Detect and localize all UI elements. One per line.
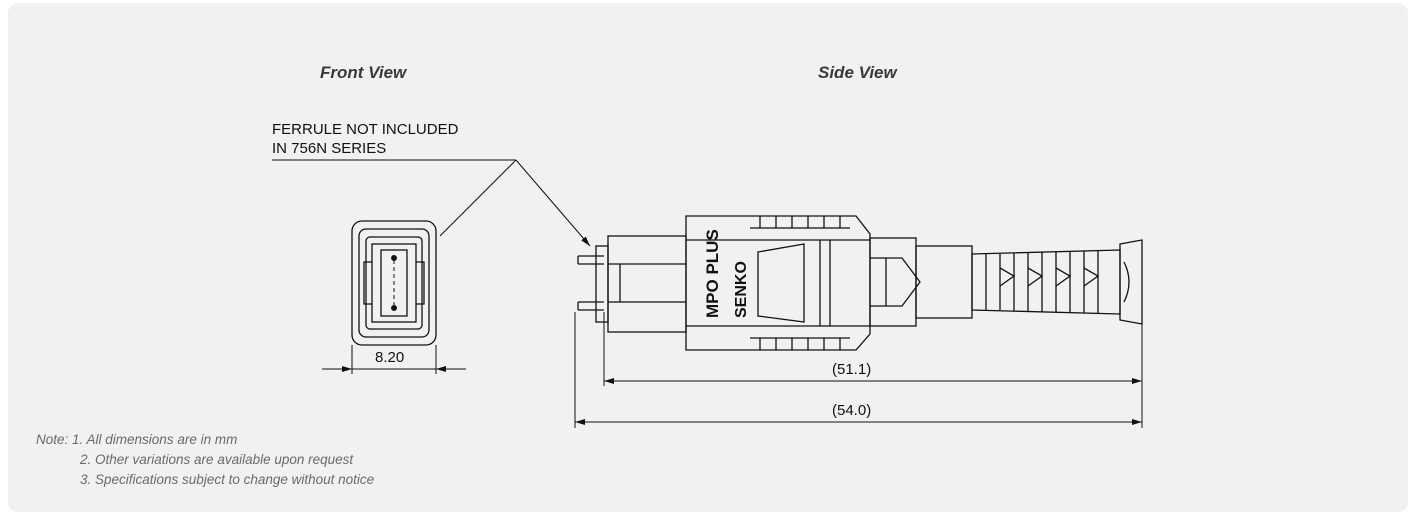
dimension-front-width (322, 345, 466, 374)
dimension-label-front-width: 8.20 (375, 349, 405, 366)
note-line-2: 2. Other variations are available upon r… (80, 452, 354, 467)
dimension-side-lengths (574, 312, 1143, 428)
senko-mark: SENKO (733, 261, 750, 318)
dimension-label-overall-length: (54.0) (832, 402, 872, 419)
callout-line-1: FERRULE NOT INCLUDED (272, 121, 459, 138)
front-view-title: Front View (320, 63, 407, 82)
mpo-plus-mark: MPO PLUS (703, 229, 722, 318)
callout-line-2: IN 756N SERIES (272, 140, 387, 157)
ferrule-callout: FERRULE NOT INCLUDED IN 756N SERIES (272, 120, 458, 158)
note-line-1: Note: 1. All dimensions are in mm (36, 432, 238, 447)
notes-block: Note: 1. All dimensions are in mm 2. Oth… (36, 430, 374, 490)
callout-leader (272, 159, 591, 247)
side-view-drawing (577, 215, 1143, 351)
front-view-drawing (351, 220, 437, 346)
drawing-panel (8, 3, 1408, 512)
note-line-3: 3. Specifications subject to change with… (80, 472, 375, 487)
connector-branding: MPO PLUS SENKO (703, 229, 750, 318)
dimension-label-inner-length: (51.1) (832, 361, 872, 378)
side-view-title: Side View (818, 63, 897, 82)
